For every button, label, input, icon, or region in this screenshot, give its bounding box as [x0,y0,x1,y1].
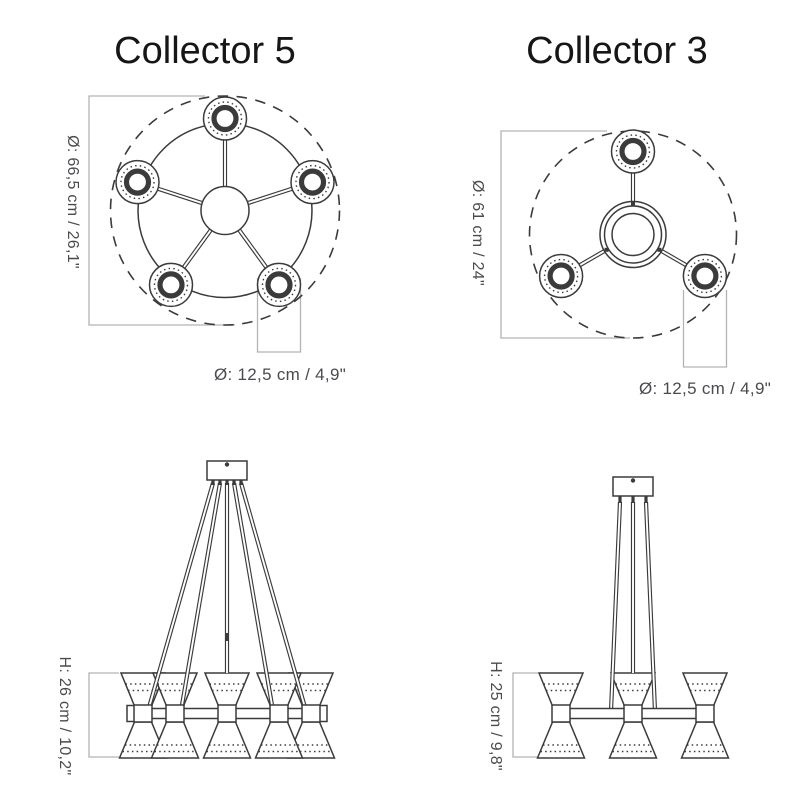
outer-diameter-dashed-circle [109,95,341,326]
dim-label-collector5-outer-diameter: Ø: 66,5 cm / 26,1" [64,135,81,269]
shade-dimension-bracket [682,290,728,368]
product-title-collector-3: Collector 3 [526,30,708,72]
diameter-dimension-bracket [500,130,630,339]
suspension-rods [145,482,309,712]
height-dimension-bracket [88,672,119,758]
product-title-collector-5: Collector 5 [114,30,296,72]
collector3-top-view [500,130,738,368]
rod-joint [225,633,229,641]
dim-label-collector5-height: H: 26 cm / 10,2" [56,656,73,776]
collector3-side-view [512,476,730,759]
shade-dimension-bracket [256,278,302,353]
height-dimension-bracket [512,672,538,758]
collector5-side-view [88,460,336,759]
frame-bar [126,704,328,723]
suspension-rods [608,501,658,712]
ceiling-canopy [612,476,654,503]
outer-diameter-dashed-circle [528,130,738,339]
center-hub [200,185,250,236]
center-hub-ring [599,200,667,269]
dim-label-collector3-height: H: 25 cm / 9,8" [487,661,504,771]
frame-bar [551,704,715,723]
collector5-top-view [88,95,341,353]
ceiling-canopy [206,460,248,485]
dim-label-collector5-shade-diameter: Ø: 12,5 cm / 4,9" [213,365,347,384]
dim-label-collector3-outer-diameter: Ø: 61 cm / 24" [469,180,486,286]
dim-label-collector3-shade-diameter: Ø: 12,5 cm / 4,9" [638,379,772,398]
diameter-dimension-bracket [88,95,235,326]
